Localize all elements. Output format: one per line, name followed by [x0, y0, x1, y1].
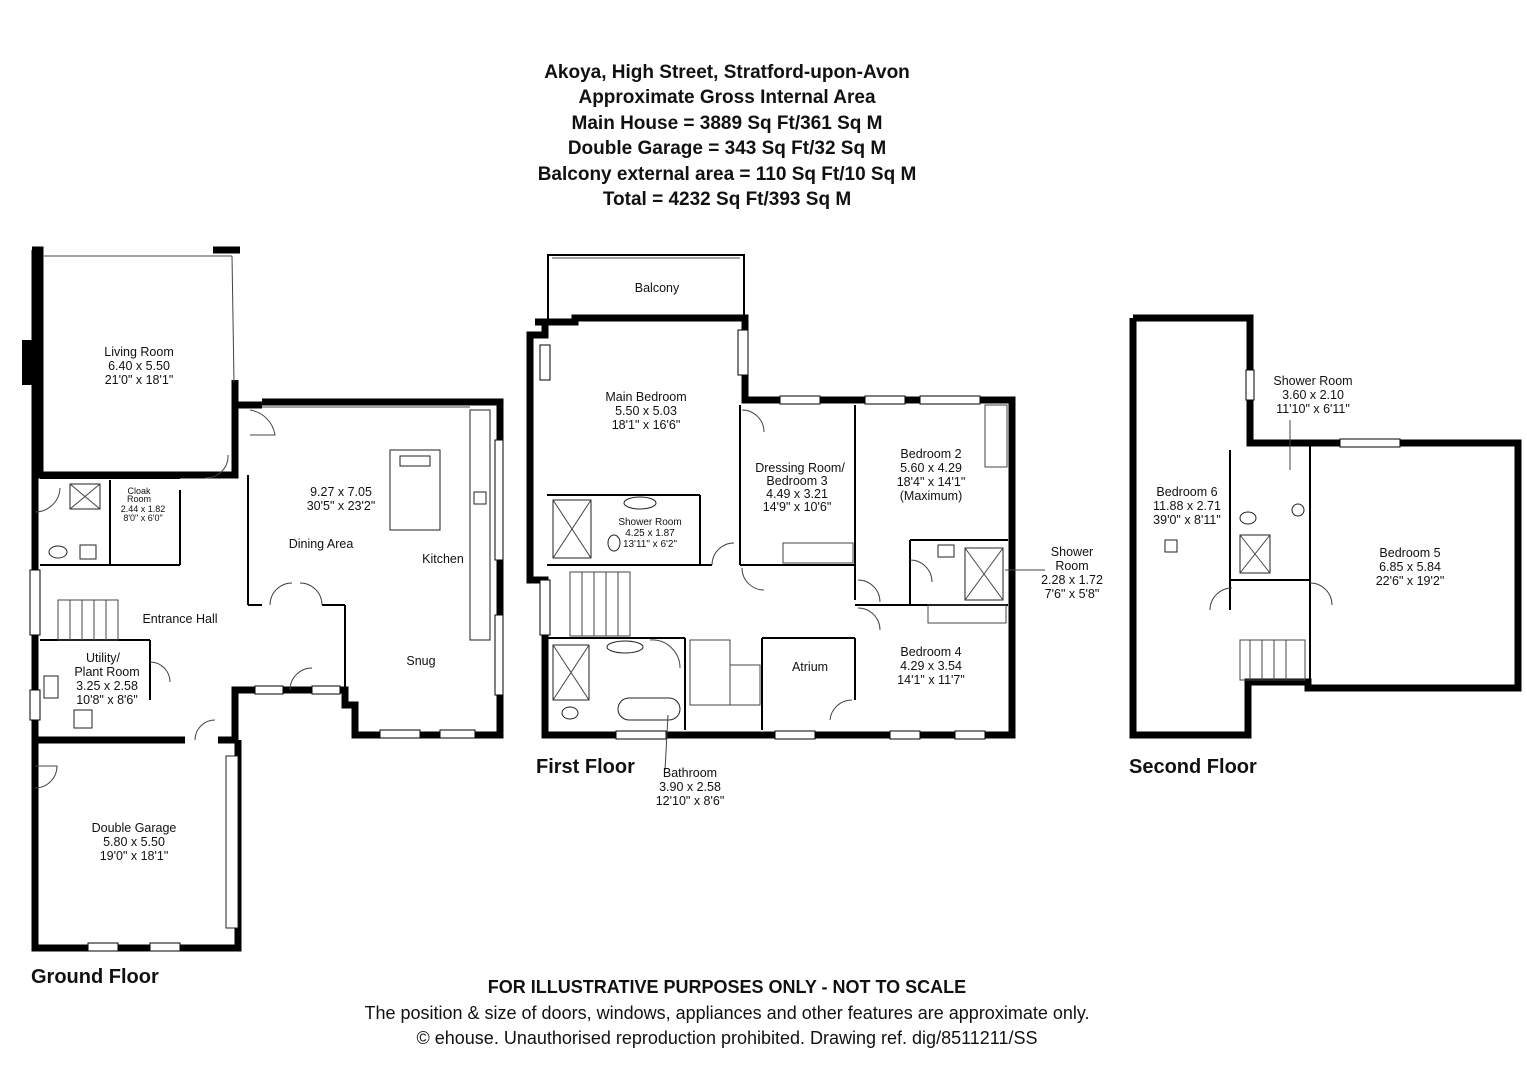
dressing-room-name1: Dressing Room/ — [755, 461, 845, 475]
bedroom5-metric: 6.85 x 5.84 — [1379, 560, 1441, 574]
garage-metric: 5.80 x 5.50 — [103, 835, 165, 849]
bedroom5-name: Bedroom 5 — [1379, 546, 1440, 560]
second-shower-name: Shower Room — [1273, 374, 1352, 388]
balcony-area: Balcony external area = 110 Sq Ft/10 Sq … — [537, 163, 917, 185]
bedroom4-name: Bedroom 4 — [900, 645, 961, 659]
main-house-area: Main House = 3889 Sq Ft/361 Sq M — [571, 112, 883, 134]
main-bedroom-metric: 5.50 x 5.03 — [615, 404, 677, 418]
room-labels: Living Room 6.40 x 5.50 21'0" x 18'1" Cl… — [31, 281, 1444, 988]
atrium-label: Atrium — [792, 660, 828, 674]
bedroom2-imperial: 18'4" x 14'1" — [897, 475, 966, 489]
bathroom-metric: 3.90 x 2.58 — [659, 780, 721, 794]
bedroom4-imperial: 14'1" x 11'7" — [897, 673, 965, 687]
area-summary: Akoya, High Street, Stratford-upon-Avon … — [0, 60, 1454, 212]
total-area: Total = 4232 Sq Ft/393 Sq M — [602, 189, 852, 211]
utility-imperial: 10'8" x 8'6" — [76, 693, 138, 707]
bedroom2-note: (Maximum) — [900, 489, 963, 503]
cloak-room-name2: Room — [127, 494, 151, 504]
living-room-metric: 6.40 x 5.50 — [108, 359, 170, 373]
first-floor-plan — [526, 254, 1045, 771]
utility-metric: 3.25 x 2.58 — [76, 679, 138, 693]
ensuite-name: Shower Room — [618, 517, 681, 528]
shower-room-name2: Room — [1055, 559, 1088, 573]
dressing-room-name2: Bedroom 3 — [766, 474, 827, 488]
living-room-imperial: 21'0" x 18'1" — [105, 373, 174, 387]
garage-name: Double Garage — [92, 821, 177, 835]
entrance-hall-label: Entrance Hall — [142, 612, 217, 626]
bedroom6-name: Bedroom 6 — [1156, 485, 1217, 499]
kitchen-imperial: 30'5" x 23'2" — [307, 499, 376, 513]
garage-area: Double Garage = 343 Sq Ft/32 Sq M — [567, 138, 887, 160]
bedroom6-imperial: 39'0" x 8'11" — [1153, 513, 1221, 527]
second-shower-metric: 3.60 x 2.10 — [1282, 388, 1344, 402]
ground-floor-plan — [22, 246, 504, 952]
balcony-label: Balcony — [635, 281, 680, 295]
kitchen-label: Kitchen — [422, 552, 464, 566]
first-floor-label: First Floor — [536, 756, 635, 778]
living-room-name: Living Room — [104, 345, 173, 359]
utility-name2: Plant Room — [74, 665, 139, 679]
bedroom4-metric: 4.29 x 3.54 — [900, 659, 962, 673]
kitchen-metric: 9.27 x 7.05 — [310, 485, 372, 499]
ensuite-metric: 4.25 x 1.87 — [625, 528, 675, 539]
dressing-room-metric: 4.49 x 3.21 — [766, 487, 828, 501]
shower-room-name1: Shower — [1051, 545, 1093, 559]
dining-area-label: Dining Area — [289, 537, 354, 551]
bathroom-name: Bathroom — [663, 766, 717, 780]
bedroom6-metric: 11.88 x 2.71 — [1153, 499, 1221, 513]
utility-name1: Utility/ — [86, 651, 121, 665]
area-heading: Approximate Gross Internal Area — [578, 87, 876, 109]
cloak-room-metric: 2.44 x 1.82 — [121, 504, 166, 514]
disclaimer-line2: The position & size of doors, windows, a… — [364, 1002, 1090, 1023]
disclaimer-line1: FOR ILLUSTRATIVE PURPOSES ONLY - NOT TO … — [487, 977, 967, 997]
property-title: Akoya, High Street, Stratford-upon-Avon — [544, 62, 910, 83]
second-shower-imperial: 11'10" x 6'11" — [1276, 402, 1350, 416]
main-bedroom-imperial: 18'1" x 16'6" — [612, 418, 681, 432]
bathroom-imperial: 12'10" x 8'6" — [656, 794, 725, 808]
shower-room-imperial: 7'6" x 5'8" — [1045, 587, 1100, 601]
snug-label: Snug — [406, 654, 435, 668]
ground-floor-label: Ground Floor — [31, 966, 159, 988]
bedroom5-imperial: 22'6" x 19'2" — [1376, 574, 1445, 588]
bedroom2-metric: 5.60 x 4.29 — [900, 461, 962, 475]
disclaimer-line3: © ehouse. Unauthorised reproduction proh… — [416, 1028, 1038, 1048]
second-floor-label: Second Floor — [1129, 756, 1257, 778]
ensuite-imperial: 13'11" x 6'2" — [623, 539, 678, 550]
shower-room-metric: 2.28 x 1.72 — [1041, 573, 1103, 587]
bedroom2-name: Bedroom 2 — [900, 447, 961, 461]
cloak-room-imperial: 8'0" x 6'0" — [123, 513, 162, 523]
disclaimer: FOR ILLUSTRATIVE PURPOSES ONLY - NOT TO … — [0, 975, 1454, 1052]
main-bedroom-name: Main Bedroom — [605, 390, 686, 404]
cloak-room-name1: Cloak — [127, 486, 151, 496]
garage-imperial: 19'0" x 18'1" — [100, 849, 169, 863]
second-floor-plan — [1129, 314, 1522, 739]
dressing-room-imperial: 14'9" x 10'6" — [763, 500, 832, 514]
